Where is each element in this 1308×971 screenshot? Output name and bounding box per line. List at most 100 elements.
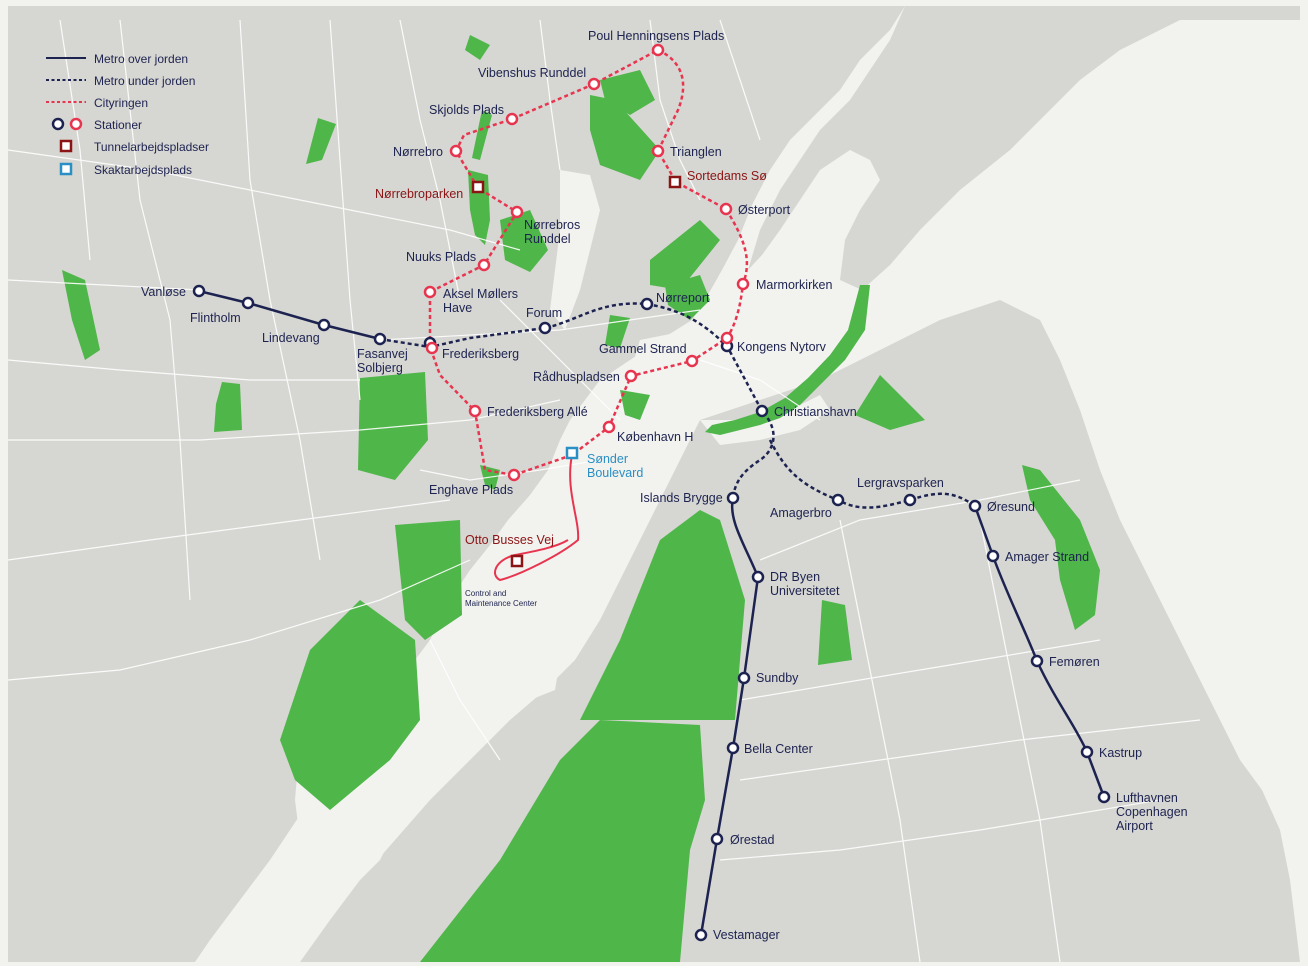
station-norrebro[interactable] — [449, 144, 463, 158]
label-radhuspladsen: Rådhuspladsen — [533, 370, 620, 384]
legend-stations: Stationer — [94, 118, 142, 132]
label-lergravsparken: Lergravsparken — [857, 476, 944, 490]
label-norreport: Nørreport — [656, 291, 710, 305]
station-osterport[interactable] — [719, 202, 733, 216]
station-norreport[interactable] — [640, 297, 654, 311]
station-nuuks-plads[interactable] — [477, 258, 491, 272]
legend-shaft-sites: Skaktarbejdsplads — [94, 163, 192, 177]
station-labels: Vanløse Flintholm Lindevang Fasanvej Sol… — [141, 29, 1188, 942]
label-gammel-strand: Gammel Strand — [599, 342, 687, 356]
label-aksel-mollers-have-1: Aksel Møllers — [443, 287, 518, 301]
station-gammel-strand[interactable] — [685, 354, 699, 368]
station-kongens-nytorv-ring[interactable] — [720, 331, 734, 345]
label-bella-center: Bella Center — [744, 742, 813, 756]
label-nuuks-plads: Nuuks Plads — [406, 250, 476, 264]
station-norrebros-runddel[interactable] — [510, 205, 524, 219]
legend-shaft-site-icon — [59, 162, 73, 176]
station-marmorkirken[interactable] — [736, 277, 750, 291]
station-frederiksberg-ring[interactable] — [425, 341, 439, 355]
site-sortedams-so[interactable] — [668, 175, 682, 189]
label-dr-byen-2: Universitetet — [770, 584, 840, 598]
label-sonder-boulevard-2: Boulevard — [587, 466, 643, 480]
station-femoren[interactable] — [1030, 654, 1044, 668]
station-islands-brygge[interactable] — [726, 491, 740, 505]
station-radhuspladsen[interactable] — [624, 369, 638, 383]
cityring-stations — [423, 43, 750, 482]
station-kastrup[interactable] — [1080, 745, 1094, 759]
station-trianglen[interactable] — [651, 144, 665, 158]
station-christianshavn[interactable] — [755, 404, 769, 418]
label-control-center-1: Control and — [465, 589, 506, 598]
station-amager-strand[interactable] — [986, 549, 1000, 563]
station-lindevang[interactable] — [317, 318, 331, 332]
label-sundby: Sundby — [756, 671, 799, 685]
metro-below-ground — [379, 302, 976, 509]
station-forum[interactable] — [538, 321, 552, 335]
site-norrebroparken[interactable] — [471, 180, 485, 194]
label-aksel-mollers-have-2: Have — [443, 301, 472, 315]
label-norrebros-runddel-1: Nørrebros — [524, 218, 580, 232]
station-vanlose[interactable] — [192, 284, 206, 298]
label-sonder-boulevard-1: Sønder — [587, 452, 628, 466]
station-lufthavnen[interactable] — [1097, 790, 1111, 804]
label-control-center-2: Maintenance Center — [465, 599, 537, 608]
station-fasanvej[interactable] — [373, 332, 387, 346]
site-otto-busses-vej[interactable] — [510, 554, 524, 568]
station-aksel-mollers-have[interactable] — [423, 285, 437, 299]
label-trianglen: Trianglen — [670, 145, 722, 159]
label-lindevang: Lindevang — [262, 331, 320, 345]
label-frederiksberg-alle: Frederiksberg Allé — [487, 405, 588, 419]
station-skjolds-plads[interactable] — [505, 112, 519, 126]
station-flintholm[interactable] — [241, 296, 255, 310]
station-amagerbro[interactable] — [831, 493, 845, 507]
label-skjolds-plads: Skjolds Plads — [429, 103, 504, 117]
station-sundby[interactable] — [737, 671, 751, 685]
label-osterport: Østerport — [738, 203, 791, 217]
label-islands-brygge: Islands Brygge — [640, 491, 723, 505]
station-bella-center[interactable] — [726, 741, 740, 755]
label-vanlose: Vanløse — [141, 285, 186, 299]
label-lufthavnen-3: Airport — [1116, 819, 1153, 833]
label-oresund: Øresund — [987, 500, 1035, 514]
label-frederiksberg: Frederiksberg — [442, 347, 519, 361]
label-orestad: Ørestad — [730, 833, 775, 847]
site-sonder-boulevard[interactable] — [565, 446, 579, 460]
station-vibenshus-runddel[interactable] — [587, 77, 601, 91]
label-kongens-nytorv: Kongens Nytorv — [737, 340, 827, 354]
label-vibenshus-runddel: Vibenshus Runddel — [478, 66, 586, 80]
label-sortedams-so: Sortedams Sø — [687, 169, 767, 183]
cityring-branch — [494, 454, 580, 582]
legend-tunnel-site-icon — [59, 139, 73, 153]
station-oresund[interactable] — [968, 499, 982, 513]
label-lufthavnen-1: Lufthavnen — [1116, 791, 1178, 805]
work-sites — [471, 175, 682, 568]
label-vestamager: Vestamager — [713, 928, 780, 942]
station-lergravsparken[interactable] — [903, 493, 917, 507]
label-lufthavnen-2: Copenhagen — [1116, 805, 1188, 819]
label-flintholm: Flintholm — [190, 311, 241, 325]
legend-cityring: Cityringen — [94, 96, 148, 110]
label-poul-henningsens-plads: Poul Henningsens Plads — [588, 29, 724, 43]
legend: Metro over jorden Metro under jorden Cit… — [46, 52, 209, 177]
station-orestad[interactable] — [710, 832, 724, 846]
station-kobenhavn-h[interactable] — [602, 420, 616, 434]
label-kobenhavn-h: København H — [617, 430, 693, 444]
legend-station-icon-ring — [69, 117, 83, 131]
station-dr-byen[interactable] — [751, 570, 765, 584]
station-enghave-plads[interactable] — [507, 468, 521, 482]
legend-station-icon-metro — [51, 117, 65, 131]
label-enghave-plads: Enghave Plads — [429, 483, 513, 497]
work-site-labels: Nørrebroparken Sortedams Sø Otto Busses … — [375, 169, 767, 608]
water-channels — [240, 170, 830, 962]
label-norrebros-runddel-2: Runddel — [524, 232, 571, 246]
label-norrebroparken: Nørrebroparken — [375, 187, 463, 201]
station-vestamager[interactable] — [694, 928, 708, 942]
legend-metro-above: Metro over jorden — [94, 52, 188, 66]
station-frederiksberg-alle[interactable] — [468, 404, 482, 418]
parks — [62, 35, 1100, 962]
label-norrebro: Nørrebro — [393, 145, 443, 159]
station-poul-henningsens-plads[interactable] — [651, 43, 665, 57]
label-amagerbro: Amagerbro — [770, 506, 832, 520]
